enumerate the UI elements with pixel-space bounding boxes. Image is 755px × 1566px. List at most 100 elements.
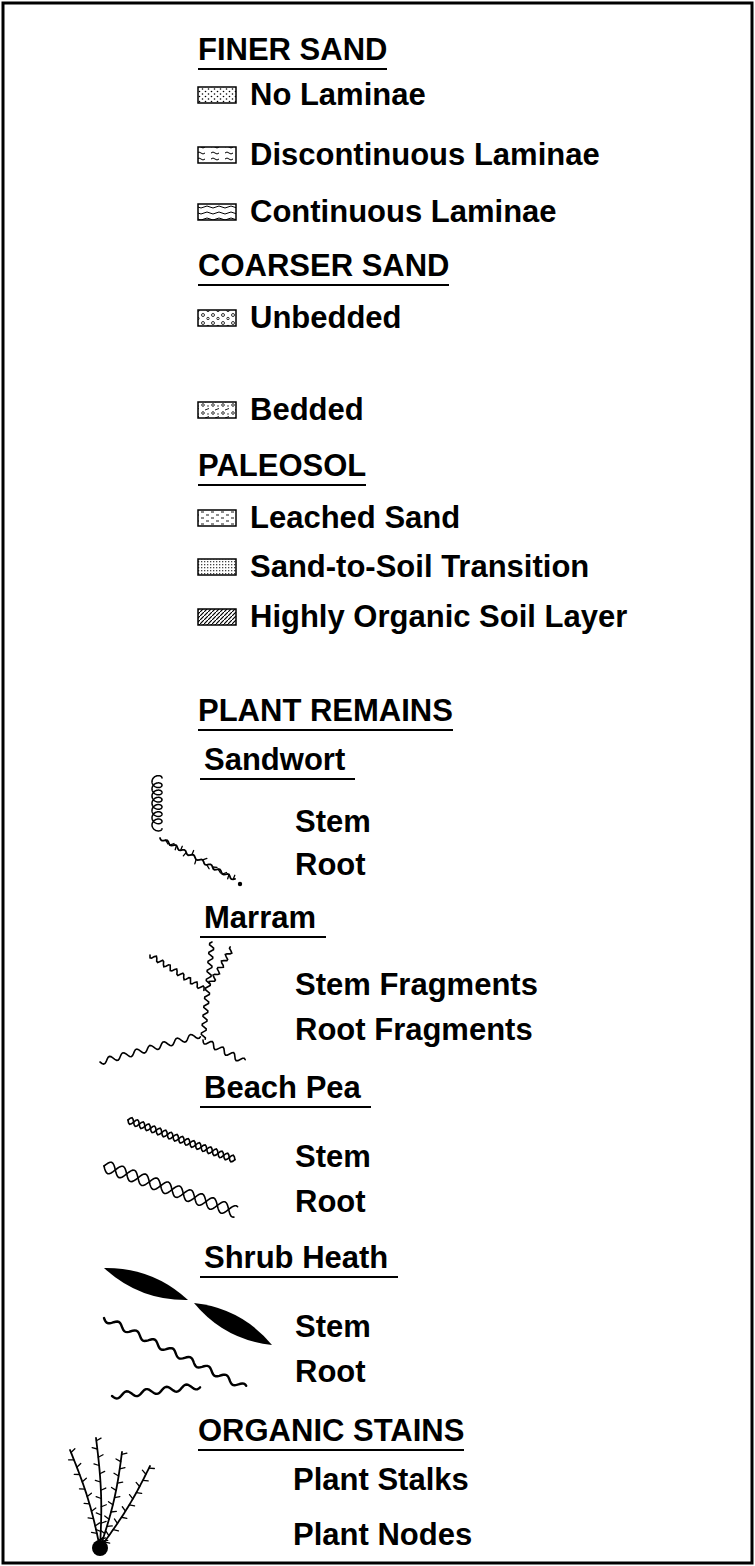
legend-entry: Bedded	[250, 394, 364, 427]
bedded-swatch	[198, 402, 236, 418]
legend-entry: Plant Nodes	[293, 1519, 472, 1552]
stain-stalk-symbol-hair	[96, 1438, 101, 1441]
stain-stalk-symbol-hair	[136, 1482, 139, 1486]
shrub-heath-root-symbol	[112, 1385, 200, 1399]
legend-entry: Stem	[295, 1141, 371, 1174]
transition-swatch	[198, 559, 236, 575]
stain-stalk-symbol-hair	[74, 1474, 79, 1475]
sandwort-root-symbol-hair	[195, 860, 196, 864]
leached-swatch	[198, 510, 236, 526]
stain-stalk-symbol-hair	[100, 1530, 104, 1533]
legend-entry: Root	[295, 1356, 366, 1389]
stain-stalk-symbol-hair	[95, 1523, 99, 1526]
sandwort-root-symbol-hair	[181, 846, 183, 850]
legend-entry: Stem Fragments	[295, 969, 538, 1002]
stain-stalk-symbol-hair	[101, 1488, 106, 1490]
stain-stalk-symbol-hair	[143, 1480, 148, 1482]
legend-entry: Leached Sand	[250, 502, 460, 535]
discontinuous-swatch	[198, 147, 236, 163]
continuous-swatch	[198, 204, 236, 220]
sandwort-root-symbol-hair	[175, 845, 176, 849]
marram-stem-symbol	[209, 947, 232, 983]
marram-root-symbol	[203, 1040, 245, 1061]
sandwort-root-symbol-hair	[207, 865, 209, 869]
sandwort-root-symbol-hair	[228, 874, 229, 878]
stain-stalk-symbol-hair	[115, 1496, 120, 1498]
stain-stalk-symbol	[96, 1438, 101, 1548]
stain-stalk-symbol-hair	[101, 1505, 106, 1507]
stain-stalk-symbol-hair	[92, 1448, 97, 1449]
no-laminae-swatch	[198, 87, 236, 103]
sandwort-root-symbol-hair	[213, 866, 217, 868]
category-heading: COARSER SAND	[198, 250, 449, 286]
stain-stalk-symbol-hair	[105, 1516, 109, 1519]
sandwort-root-symbol	[160, 838, 235, 879]
beach-pea-stem-symbol	[128, 1120, 235, 1162]
plant-name: Marram	[200, 902, 326, 938]
category-heading: PLANT REMAINS	[198, 695, 453, 731]
shrub-heath-stem-symbol	[104, 1318, 246, 1386]
legend-entry: Root	[295, 1186, 366, 1219]
stain-stalk-symbol-hair	[108, 1502, 112, 1505]
beach-pea-root-symbol	[104, 1162, 234, 1217]
stain-stalk-symbol-hair	[116, 1459, 121, 1462]
sandwort-root-symbol-hair	[218, 869, 220, 873]
stain-stalk-symbol-hair	[114, 1473, 119, 1476]
beach-pea-stem-symbol	[128, 1118, 235, 1160]
stain-stalk-symbol-hair	[112, 1487, 117, 1490]
swatches	[198, 87, 236, 625]
legend-frame	[3, 3, 752, 1563]
shrub-heath-leaf	[104, 1268, 188, 1300]
legend-entry: No Laminae	[250, 79, 426, 112]
stain-stalk-symbol-hair	[92, 1532, 97, 1534]
stain-stalk-symbol-hair	[111, 1511, 116, 1513]
stain-stalk-symbol-hair	[122, 1453, 127, 1454]
stain-stalk-symbol-hair	[122, 1507, 125, 1511]
sandwort-root-symbol-hair	[222, 873, 226, 875]
stain-stalk-symbol	[100, 1466, 150, 1548]
stain-stalk-symbol-hair	[136, 1492, 141, 1494]
stain-stalk-symbol-hair	[106, 1531, 109, 1536]
stain-stalk-symbol-hair	[92, 1508, 96, 1511]
stain-stalk-symbol-hair	[114, 1519, 117, 1523]
legend-entry: Stem	[295, 1311, 371, 1344]
legend-entry: Unbedded	[250, 302, 402, 335]
sandwort-stem-symbol	[152, 776, 162, 831]
stain-stalk-symbol-hair	[69, 1459, 74, 1460]
plant-name: Shrub Heath	[200, 1242, 398, 1278]
legend-entry: Stem	[295, 806, 371, 839]
stain-stalk-symbol-hair	[94, 1464, 99, 1466]
legend-entry: Discontinuous Laminae	[250, 139, 600, 172]
marram-stem-symbol	[150, 955, 204, 990]
category-heading: FINER SAND	[198, 34, 387, 70]
stain-stalk-symbol-hair	[96, 1497, 101, 1499]
stain-stalk-symbol-hair	[82, 1478, 86, 1482]
sandwort-root-symbol-hair	[183, 853, 186, 856]
stain-stalk-symbol-hair	[100, 1471, 105, 1473]
stain-stalk-symbol-hair	[98, 1455, 103, 1458]
stain-stalk-symbol-hair	[96, 1513, 101, 1515]
stain-stalk-symbol-hair	[113, 1530, 118, 1531]
stain-stalk-symbol-hair	[71, 1449, 75, 1453]
stain-stalk-symbol-hair	[107, 1525, 112, 1527]
stain-stalk-symbol-hair	[117, 1482, 122, 1483]
stain-stalk-symbol-hair	[142, 1470, 146, 1474]
sandwort-root-tip	[238, 882, 242, 886]
legend-entry: Continuous Laminae	[250, 196, 557, 229]
stain-stalk-symbol-hair	[87, 1493, 91, 1496]
stain-node-symbol	[92, 1540, 108, 1556]
unbedded-swatch	[198, 310, 236, 326]
category-heading: PALEOSOL	[198, 450, 366, 486]
stain-stalk-symbol-hair	[88, 1517, 93, 1519]
stain-stalk-symbol-hair	[130, 1495, 133, 1499]
organic-swatch	[198, 609, 236, 625]
stain-stalk-symbol-hair	[120, 1468, 125, 1469]
sandwort-root-symbol-hair	[233, 875, 235, 879]
legend-entry: Highly Organic Soil Layer	[250, 601, 627, 634]
stain-stalk-symbol-hair	[129, 1504, 134, 1506]
legend-entry: Sand-to-Soil Transition	[250, 551, 589, 584]
stain-stalk-symbol-hair	[101, 1521, 106, 1523]
sandwort-root-symbol-hair	[170, 843, 174, 845]
